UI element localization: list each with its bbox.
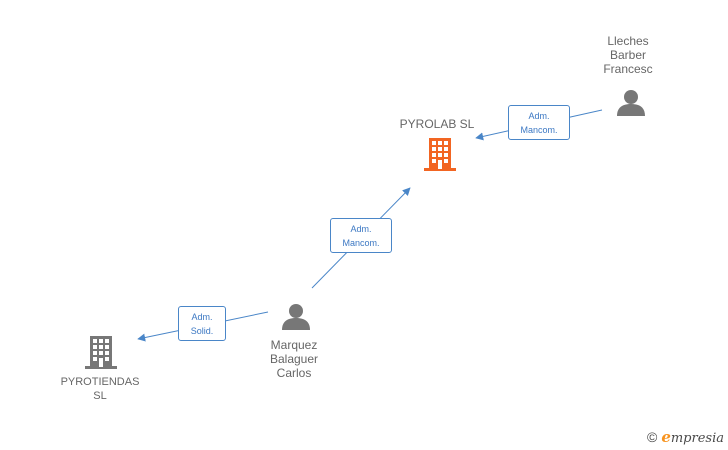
lleches-label[interactable]: Lleches Barber Francesc xyxy=(603,34,653,76)
pyrolab-building-icon[interactable] xyxy=(424,138,456,171)
marquez-label[interactable]: Marquez Balaguer Carlos xyxy=(269,338,319,380)
pyrolab-label[interactable]: PYROLAB SL xyxy=(399,117,475,131)
marquez-person-icon[interactable] xyxy=(282,304,310,330)
copyright-icon: © xyxy=(646,429,658,445)
empresia-logo: ©empresia xyxy=(646,428,724,446)
pyrotiendas-building-icon[interactable] xyxy=(85,336,117,369)
pyrotiendas-label[interactable]: PYROTIENDAS SL xyxy=(60,376,140,402)
edge-label-marquez-pyrolab: Adm. Mancom. xyxy=(330,218,392,253)
lleches-person-icon[interactable] xyxy=(617,90,645,116)
edge-label-lleches-pyrolab: Adm. Mancom. xyxy=(508,105,570,140)
edge-label-marquez-pyrotiendas: Adm. Solid. xyxy=(178,306,226,341)
